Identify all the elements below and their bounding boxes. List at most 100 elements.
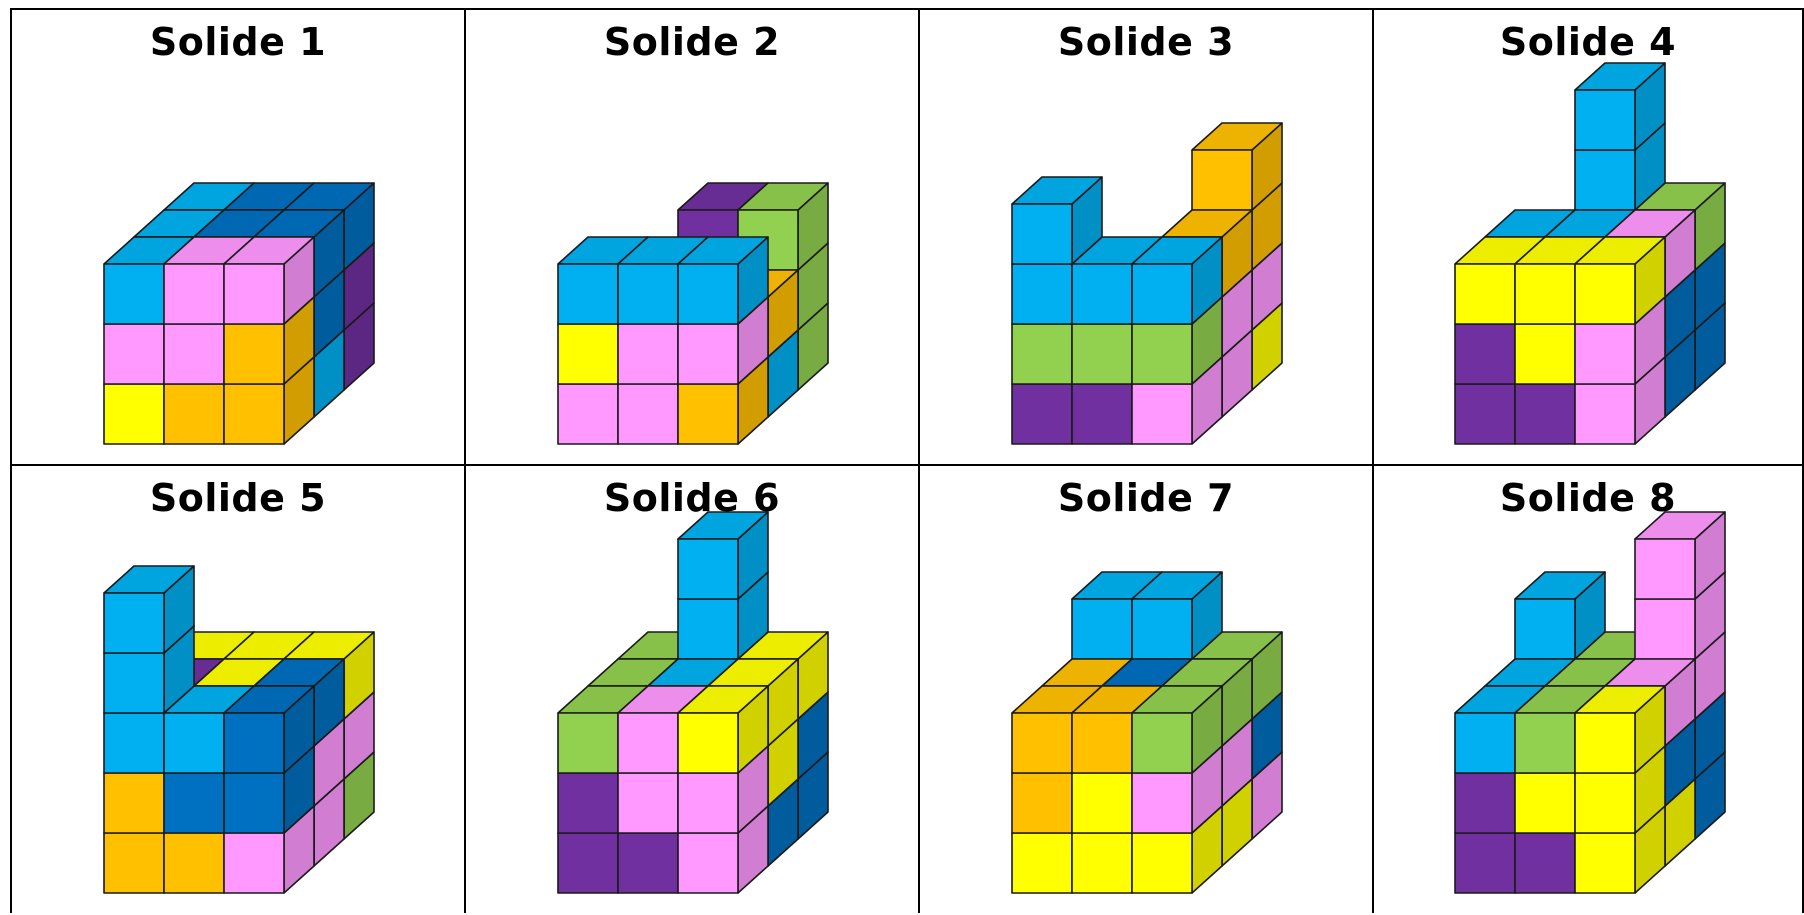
cube-front-face: [1012, 713, 1072, 773]
cube-front-face: [1072, 713, 1132, 773]
cube-front-face: [1132, 599, 1192, 659]
solid-drawing-4: [1374, 10, 1804, 466]
cube-front-face: [164, 324, 224, 384]
cube-front-face: [1072, 384, 1132, 444]
cube-front-face: [1635, 539, 1695, 599]
cube-front-face: [224, 833, 284, 893]
cube-front-face: [1072, 773, 1132, 833]
cube-front-face: [1072, 264, 1132, 324]
solid-drawing-6: [466, 466, 920, 915]
cube-front-face: [1012, 204, 1072, 264]
solid-cell-6: Solide 6: [464, 464, 918, 913]
cube-front-face: [1575, 324, 1635, 384]
cube-front-face: [618, 324, 678, 384]
cube-front-face: [104, 593, 164, 653]
cube-front-face: [1575, 150, 1635, 210]
cube-front-face: [1575, 713, 1635, 773]
solid-drawing-2: [466, 10, 920, 466]
cube-front-face: [1515, 599, 1575, 659]
cube-front-face: [1455, 713, 1515, 773]
cube-front-face: [164, 384, 224, 444]
cube-front-face: [1515, 833, 1575, 893]
cube-front-face: [1132, 324, 1192, 384]
cube-front-face: [618, 833, 678, 893]
cube-front-face: [618, 773, 678, 833]
cube-front-face: [678, 713, 738, 773]
cube-front-face: [678, 264, 738, 324]
cube-front-face: [678, 384, 738, 444]
cube-front-face: [1012, 833, 1072, 893]
cube-front-face: [1515, 324, 1575, 384]
solid-drawing-1: [12, 10, 466, 466]
cube-front-face: [1012, 264, 1072, 324]
solid-drawing-7: [920, 466, 1374, 915]
cube-front-face: [1192, 150, 1252, 210]
cube-front-face: [1575, 773, 1635, 833]
cube-front-face: [104, 324, 164, 384]
solid-cell-5: Solide 5: [10, 464, 464, 913]
cube-front-face: [678, 539, 738, 599]
cube-front-face: [164, 264, 224, 324]
cube-front-face: [224, 713, 284, 773]
cube-front-face: [558, 384, 618, 444]
cube-front-face: [224, 264, 284, 324]
cube-front-face: [1072, 599, 1132, 659]
solid-cell-3: Solide 3: [918, 8, 1372, 464]
solid-drawing-8: [1374, 466, 1804, 915]
cube-front-face: [1455, 833, 1515, 893]
cube-front-face: [1515, 713, 1575, 773]
solid-drawing-5: [12, 466, 466, 915]
cube-front-face: [1132, 833, 1192, 893]
solid-cell-1: Solide 1: [10, 8, 464, 464]
cube-front-face: [224, 384, 284, 444]
cube-front-face: [678, 599, 738, 659]
cube-front-face: [1455, 384, 1515, 444]
cube-front-face: [678, 324, 738, 384]
cube-front-face: [1575, 384, 1635, 444]
cube-front-face: [164, 713, 224, 773]
cube-front-face: [104, 384, 164, 444]
cube-front-face: [678, 773, 738, 833]
cube-front-face: [1575, 264, 1635, 324]
cube-front-face: [618, 384, 678, 444]
cube-front-face: [1515, 384, 1575, 444]
cube-front-face: [1072, 833, 1132, 893]
cube-front-face: [618, 713, 678, 773]
cube-front-face: [1515, 773, 1575, 833]
cube-front-face: [678, 833, 738, 893]
cube-front-face: [558, 324, 618, 384]
solid-drawing-3: [920, 10, 1374, 466]
cube-front-face: [1132, 713, 1192, 773]
cube-front-face: [1635, 599, 1695, 659]
cube-front-face: [104, 833, 164, 893]
cube-front-face: [104, 264, 164, 324]
solid-cell-8: Solide 8: [1372, 464, 1804, 913]
cube-front-face: [1012, 324, 1072, 384]
cube-front-face: [104, 773, 164, 833]
cube-front-face: [558, 713, 618, 773]
cube-front-face: [224, 324, 284, 384]
cube-front-face: [104, 653, 164, 713]
cube-front-face: [1132, 773, 1192, 833]
cube-front-face: [558, 833, 618, 893]
cube-front-face: [1012, 773, 1072, 833]
cube-front-face: [558, 773, 618, 833]
cube-front-face: [1455, 773, 1515, 833]
cube-front-face: [224, 773, 284, 833]
cube-front-face: [1515, 264, 1575, 324]
solid-cell-7: Solide 7: [918, 464, 1372, 913]
cube-front-face: [1012, 384, 1072, 444]
cube-front-face: [1132, 264, 1192, 324]
cube-front-face: [618, 264, 678, 324]
cube-front-face: [104, 713, 164, 773]
cube-front-face: [1455, 264, 1515, 324]
cube-front-face: [1455, 324, 1515, 384]
cube-front-face: [1575, 833, 1635, 893]
cube-front-face: [164, 833, 224, 893]
cube-front-face: [1072, 324, 1132, 384]
cube-front-face: [558, 264, 618, 324]
cube-front-face: [164, 773, 224, 833]
solid-cell-4: Solide 4: [1372, 8, 1804, 464]
solid-cell-2: Solide 2: [464, 8, 918, 464]
